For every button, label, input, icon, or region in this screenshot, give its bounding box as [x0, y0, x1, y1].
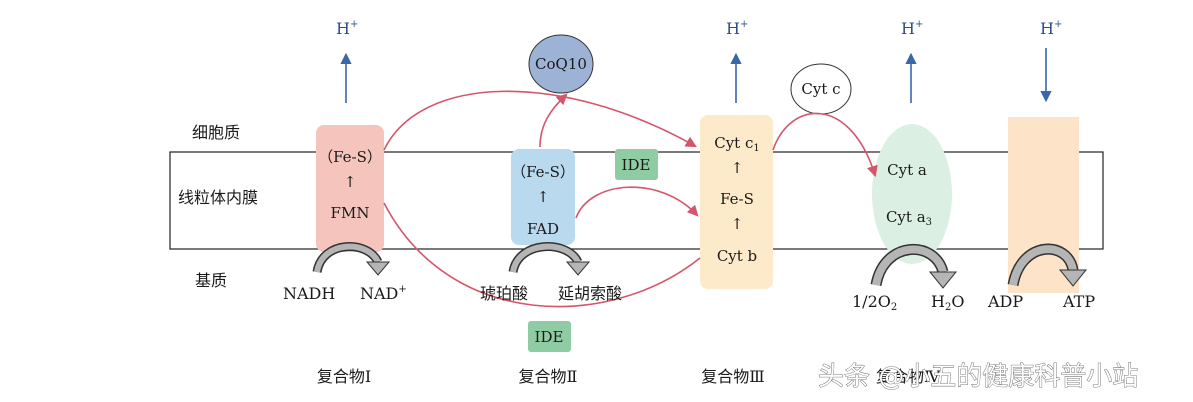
complex-3-cytb-label: Cyt b [717, 247, 757, 265]
complex-4-name: 复合物Ⅳ [876, 367, 941, 386]
complex-4-cyta3-label: Cyt a3 [886, 208, 932, 228]
complex-3-name: 复合物Ⅲ [701, 367, 764, 386]
complex-1-name: 复合物Ⅰ [317, 367, 371, 386]
complex-1-fes-label: （Fe-S） [318, 148, 382, 166]
proton-label-complex5: H+ [1040, 19, 1062, 38]
complex-4-ellipse [872, 124, 952, 264]
flow-arrow-complex1-to-complex3 [383, 90, 697, 151]
ide-label-top: IDE [622, 156, 651, 174]
complex-1-substrate-in: NADH [283, 284, 335, 303]
complex-1-inner-arrow: ↑ [344, 173, 357, 191]
coq10-carrier [528, 34, 594, 94]
watermark-text: 头条 @小五的健康科普小站 [818, 362, 1138, 392]
proton-label-complex1: H+ [336, 19, 358, 38]
complex-4-substrate-out: H2O [931, 292, 964, 313]
complex-3-cytc1-label: Cyt c1 [714, 134, 760, 154]
complex-3-fes-label: Fe-S [720, 190, 754, 208]
complex-2-substrate-out: 延胡索酸 [558, 284, 622, 303]
complex-1-fmn-label: FMN [331, 204, 370, 222]
coq10-label: CoQ10 [535, 55, 587, 73]
ide-badge-bottom [528, 321, 571, 352]
inner-membrane-label: 线粒体内膜 [178, 188, 258, 207]
flow-arrow-complex2-to-coq10 [539, 93, 568, 148]
complex-2-fad-label: FAD [527, 220, 559, 238]
complex-2-fes-label: （Fe-S） [511, 163, 575, 181]
proton-label-complex3: H+ [726, 19, 748, 38]
flow-arrow-complex3-to-complex4 [772, 112, 878, 178]
complex-2-substrate-in: 琥珀酸 [480, 284, 528, 303]
complex-4-substrate-in: 1/2O2 [852, 292, 897, 313]
ide-label-bottom: IDE [535, 328, 564, 346]
reaction-arrow-complex5 [1007, 243, 1088, 287]
complex-2-name: 复合物Ⅱ [519, 367, 578, 386]
matrix-label: 基质 [195, 271, 227, 290]
complex-1-box [316, 125, 384, 252]
complex-5-substrate-out: ATP [1062, 292, 1095, 311]
cytoplasm-label: 细胞质 [192, 123, 240, 142]
reaction-arrow-complex1 [312, 242, 391, 276]
complex-3-arrow-lower: ↑ [731, 215, 744, 233]
reaction-arrow-complex4 [870, 244, 958, 289]
complex-2-box [511, 149, 575, 245]
complex-1-substrate-out: NAD+ [360, 284, 407, 303]
complex-3-arrow-upper: ↑ [731, 159, 744, 177]
complex-3-box [700, 115, 773, 289]
proton-label-complex4: H+ [901, 19, 923, 38]
flow-arrow-complex2-to-complex3 [575, 186, 699, 219]
complex-5-substrate-in: ADP [987, 292, 1023, 311]
flow-line-complex1-to-cytb [383, 202, 701, 308]
complex-2-inner-arrow: ↑ [537, 188, 550, 206]
complex-4-cyta-label: Cyt a [887, 161, 927, 179]
reaction-arrow-complex2 [508, 242, 591, 276]
cyt-c-label: Cyt c [801, 80, 840, 98]
ide-badge-top [615, 149, 658, 180]
